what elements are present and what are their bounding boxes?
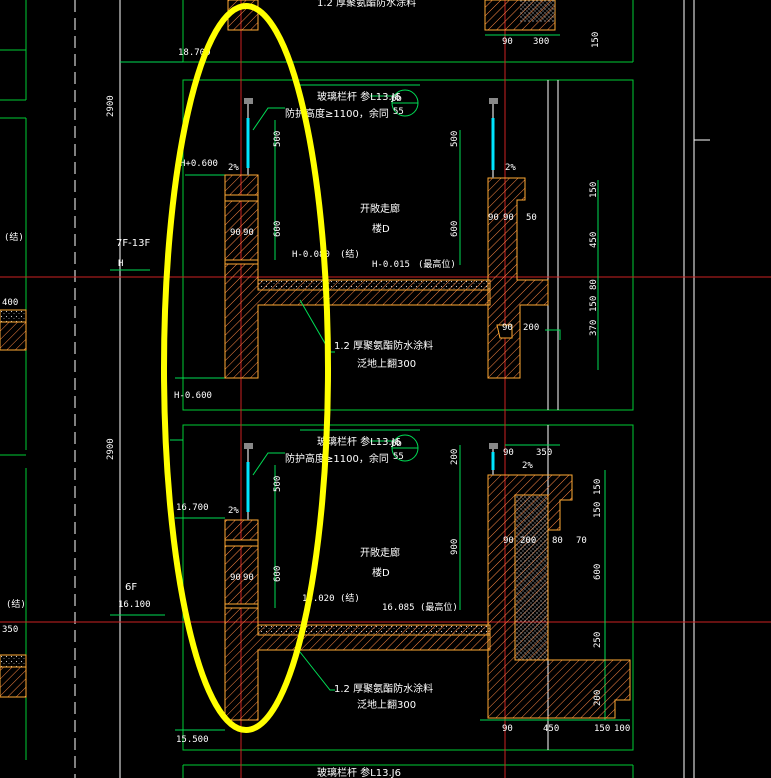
lower-slope-right: 2% (522, 461, 533, 471)
upper-dim-200: 200 (523, 323, 539, 333)
bottom-railing-note: 玻璃栏杆 参L13.J6 (317, 766, 401, 778)
lower-dim-200a: 200 (520, 536, 536, 546)
left-tag-a: (结) (4, 231, 24, 243)
left-tag-b: (结) (6, 598, 26, 610)
lower-elev-top: 16.700 (176, 503, 209, 513)
lower-elev-finish: 16.085 (382, 603, 415, 613)
lower-dim-90d: 90 (503, 536, 514, 546)
upper-struct-tag: (结) (340, 248, 360, 260)
lower-dim-90c: 90 (503, 448, 514, 458)
lower-floor-label: 6F (125, 582, 137, 593)
lower-wp-note2: 泛地上翻300 (357, 698, 416, 711)
lower-dim-70: 70 (576, 536, 587, 546)
lower-railing-note2: 防护高度≥1100，余同 (285, 452, 389, 465)
top-dim-150: 150 (591, 32, 601, 48)
upper-dim-90e: 90 (502, 323, 513, 333)
top-partial-section (227, 0, 560, 36)
upper-right-150b: 150 (589, 296, 599, 312)
lower-railing-note: 玻璃栏杆 参L13.J6 (317, 435, 401, 448)
left-edge-slabs (0, 309, 27, 698)
upper-finish-tag: (最高位) (418, 258, 456, 270)
left-tag-c: 400 (2, 298, 18, 308)
lower-struct-tag: (结) (340, 592, 360, 604)
lower-dim-150c: 150 (594, 724, 610, 734)
upper-elev-struct: H-0.080 (292, 250, 330, 260)
lower-elev-struct: 16.020 (302, 594, 335, 604)
dimension-lines (110, 61, 630, 731)
upper-dim-50: 50 (526, 213, 537, 223)
upper-dim-500-l: 500 (273, 131, 283, 147)
lower-dim-200-r: 200 (450, 449, 460, 465)
lower-floor-h: 16.100 (118, 600, 151, 610)
upper-elev-top: H+0.600 (180, 159, 218, 169)
lower-dim-100: 100 (614, 724, 630, 734)
upper-dim-90a: 90 (230, 228, 241, 238)
upper-detail-geometry (224, 89, 549, 379)
lower-right-200: 200 (593, 690, 603, 706)
lower-slope-left: 2% (228, 506, 239, 516)
lower-right-150: 150 (593, 479, 603, 495)
upper-room-floor: 楼D (372, 222, 390, 235)
upper-dim-600-l: 600 (273, 221, 283, 237)
lower-dim-90b: 90 (243, 573, 254, 583)
lower-dim-900-r: 900 (450, 539, 460, 555)
lower-dim-600-l: 600 (273, 566, 283, 582)
upper-right-150: 150 (589, 182, 599, 198)
upper-callout-top: 6b (391, 94, 402, 104)
lower-finish-tag: (最高位) (420, 601, 458, 613)
lower-elev-bottom: 15.500 (176, 735, 209, 745)
upper-railing-note2: 防护高度≥1100，余同 (285, 107, 389, 120)
upper-dim-600-r: 600 (450, 221, 460, 237)
lower-dim-80: 80 (552, 536, 563, 546)
left-tag-d: 350 (2, 625, 18, 635)
upper-callout-bottom: 55 (393, 107, 404, 117)
upper-elev-bottom: H-0.600 (174, 391, 212, 401)
lower-room: 开敞走廊 (360, 546, 400, 559)
upper-dim-90c: 90 (488, 213, 499, 223)
lower-floor-height: 2900 (106, 438, 116, 460)
lower-room-floor: 楼D (372, 566, 390, 579)
left-grid (74, 0, 121, 778)
upper-dim-90b: 90 (243, 228, 254, 238)
upper-right-80: 80 (589, 279, 599, 290)
lower-detail-geometry (224, 434, 631, 721)
upper-right-450: 450 (589, 232, 599, 248)
lower-dim-90a: 90 (230, 573, 241, 583)
upper-wp-note2: 泛地上翻300 (357, 357, 416, 370)
top-elev: 18.700 (178, 48, 211, 58)
lower-callout-bottom: 55 (393, 452, 404, 462)
upper-dim-90d: 90 (503, 213, 514, 223)
lower-right-150b: 150 (593, 502, 603, 518)
upper-dim-500-r: 500 (450, 131, 460, 147)
upper-wp-note: 1.2 厚聚氨酯防水涂料 (334, 339, 433, 352)
upper-room: 开敞走廊 (360, 202, 400, 215)
top-dim-90: 90 (502, 37, 513, 47)
upper-floor-label: 7F-13F (116, 238, 150, 249)
upper-floor-h: H (118, 259, 123, 269)
upper-right-370: 370 (589, 320, 599, 336)
upper-railing-note: 玻璃栏杆 参L13.J6 (317, 90, 401, 103)
highlight-ellipse (161, 3, 331, 733)
upper-floor-height: 2900 (106, 95, 116, 117)
top-dim-300: 300 (533, 37, 549, 47)
lower-right-250: 250 (593, 632, 603, 648)
top-wp-note: 1.2 厚聚氨酯防水涂料 (317, 0, 416, 9)
lower-callout-top: 6b (391, 439, 402, 449)
upper-slope-right: 2% (505, 163, 516, 173)
upper-elev-finish: H-0.015 (372, 260, 410, 270)
lower-dim-350: 350 (536, 448, 552, 458)
lower-dim-90e: 90 (502, 724, 513, 734)
lower-right-600: 600 (593, 564, 603, 580)
lower-dim-450: 450 (543, 724, 559, 734)
lower-dim-500-l: 500 (273, 476, 283, 492)
lower-wp-note: 1.2 厚聚氨酯防水涂料 (334, 682, 433, 695)
upper-slope-left: 2% (228, 163, 239, 173)
